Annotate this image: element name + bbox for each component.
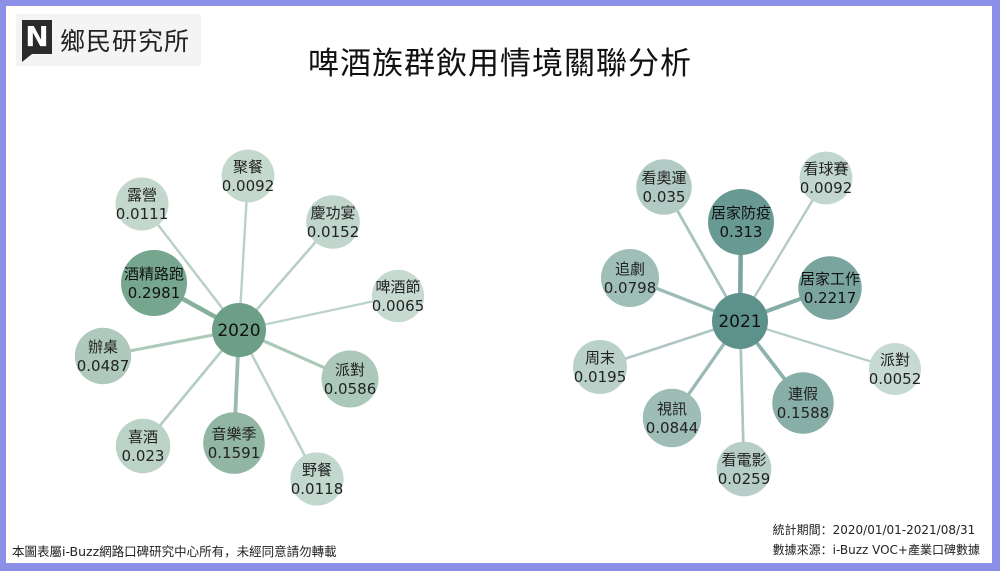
center-bubble — [212, 303, 266, 357]
node-value: 0.0152 — [307, 223, 360, 241]
node-label: 視訊 — [657, 400, 687, 418]
node-value: 0.1591 — [208, 444, 261, 462]
node: 追劇0.0798 — [601, 249, 659, 307]
node-bubble — [869, 343, 921, 395]
node-bubble — [121, 250, 187, 316]
node-value: 0.0259 — [718, 470, 771, 488]
node-value: 0.023 — [122, 447, 165, 465]
node-bubble — [573, 340, 627, 394]
node-bubble — [601, 249, 659, 307]
node-bubble — [221, 149, 275, 203]
node-bubble — [642, 388, 702, 448]
node-label: 看電影 — [721, 451, 766, 469]
node: 視訊0.0844 — [642, 388, 702, 448]
node-value: 0.0586 — [324, 380, 377, 398]
node-label: 看球賽 — [803, 160, 848, 178]
logo: N 鄉民研究所 — [16, 14, 201, 66]
node-bubble — [321, 350, 379, 408]
node-value: 0.0118 — [291, 480, 344, 498]
node-bubble — [371, 269, 425, 323]
node-bubble — [636, 159, 692, 215]
node-value: 0.2981 — [128, 284, 181, 302]
node-value: 0.313 — [720, 223, 763, 241]
statistics-period: 統計期間：2020/01/01-2021/08/31 — [772, 523, 976, 537]
center-node: 2021 — [712, 293, 768, 349]
node-label: 居家防疫 — [711, 204, 771, 222]
node-value: 0.0052 — [869, 370, 922, 388]
node-label: 派對 — [335, 361, 365, 379]
node-label: 音樂季 — [211, 425, 256, 443]
node-value: 0.0487 — [77, 357, 130, 375]
node: 周末0.0195 — [573, 340, 627, 394]
node-label: 慶功宴 — [310, 204, 355, 222]
node-value: 0.0844 — [646, 419, 699, 437]
node-value: 0.2217 — [804, 289, 857, 307]
center-label: 2020 — [217, 321, 260, 341]
node-bubble — [708, 189, 774, 255]
node-label: 派對 — [880, 351, 910, 369]
node-bubble — [115, 418, 171, 474]
center-node: 2020 — [212, 303, 266, 357]
logo-mark: N — [22, 20, 52, 62]
node-bubble — [203, 412, 265, 474]
node-label: 居家工作 — [800, 270, 860, 288]
node-bubble — [716, 441, 772, 497]
page-title: 啤酒族群飲用情境關聯分析 — [308, 46, 692, 82]
node-value: 0.0092 — [800, 179, 853, 197]
edge-line — [237, 329, 319, 480]
node-value: 0.0065 — [372, 297, 425, 315]
node-bubble — [290, 452, 344, 506]
center-bubble — [712, 293, 768, 349]
node-bubble — [74, 327, 132, 385]
node: 派對0.0052 — [869, 343, 922, 395]
node-label: 辦桌 — [88, 338, 118, 356]
node: 喜酒0.023 — [115, 418, 171, 474]
node-value: 0.0798 — [604, 279, 657, 297]
node-label: 聚餐 — [233, 158, 263, 176]
node-bubble — [306, 195, 360, 249]
node-value: 0.0092 — [222, 177, 275, 195]
node-label: 連假 — [788, 385, 818, 403]
node: 野餐0.0118 — [290, 452, 344, 506]
data-source: 數據來源：i-Buzz VOC+產業口碑數據 — [772, 543, 980, 557]
node-label: 啤酒節 — [375, 278, 420, 296]
node-value: 0.1588 — [777, 404, 830, 422]
node: 辦桌0.0487 — [74, 327, 132, 385]
node-label: 看奧運 — [641, 169, 686, 187]
node-bubble — [772, 372, 834, 434]
node: 連假0.1588 — [772, 372, 834, 434]
node-value: 0.035 — [643, 188, 686, 206]
node: 派對0.0586 — [321, 350, 379, 408]
node: 露營0.0111 — [115, 177, 169, 231]
edge-line — [238, 294, 399, 332]
node-label: 追劇 — [615, 260, 645, 278]
logo-text: 鄉民研究所 — [60, 27, 191, 56]
node-label: 酒精路跑 — [124, 265, 184, 283]
node-value: 0.0195 — [574, 368, 627, 386]
node-bubble — [115, 177, 169, 231]
copyright-note: 本圖表屬i-Buzz網路口碑研究中心所有，未經同意請勿轉載 — [12, 544, 337, 559]
node-label: 喜酒 — [128, 428, 158, 446]
node-label: 露營 — [127, 186, 157, 204]
node-bubble — [799, 151, 853, 205]
node-label: 野餐 — [302, 461, 332, 479]
node-label: 周末 — [585, 349, 615, 367]
node-bubble — [798, 256, 862, 320]
node-value: 0.0111 — [116, 205, 169, 223]
footer-meta: 統計期間：2020/01/01-2021/08/31 數據來源：i-Buzz V… — [773, 520, 980, 560]
node: 聚餐0.0092 — [221, 149, 275, 203]
center-label: 2021 — [718, 312, 761, 332]
